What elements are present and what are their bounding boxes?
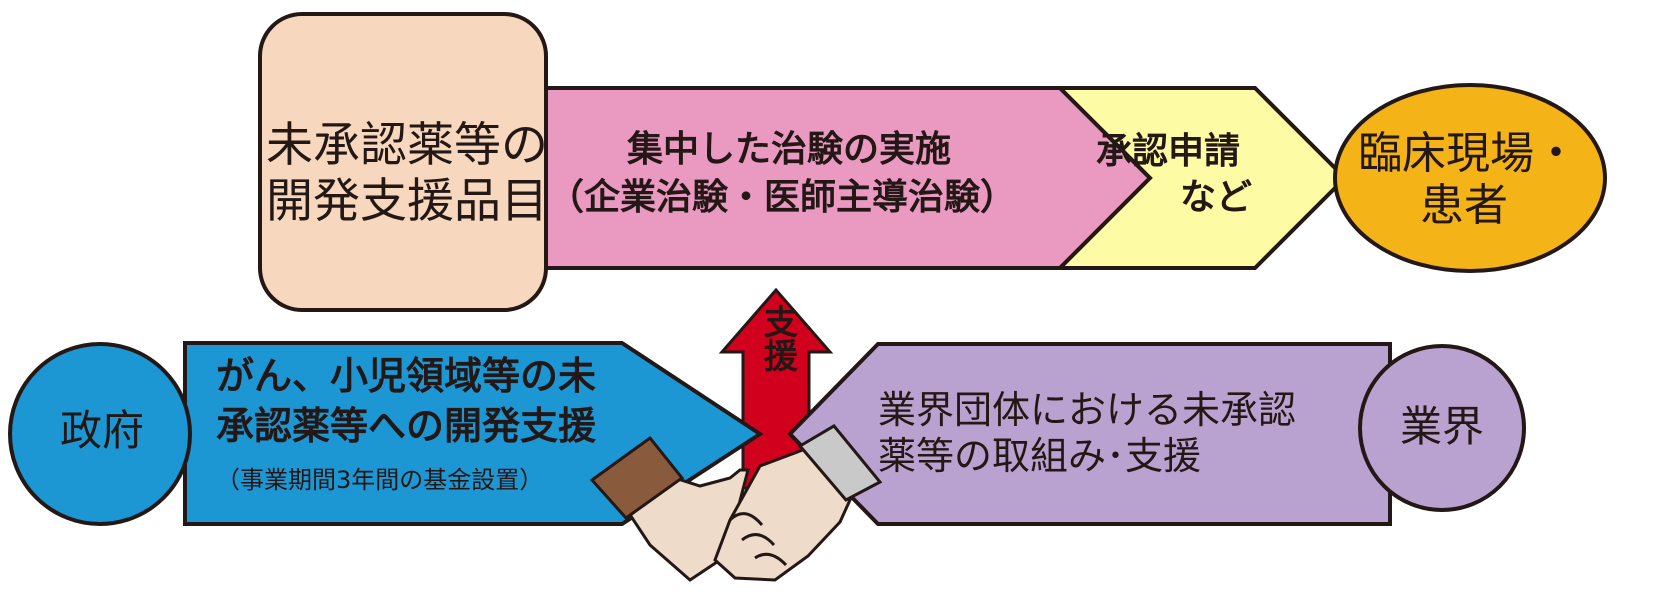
development-items-box (258, 12, 548, 312)
government-support-note: （事業期間3年間の基金設置） (216, 466, 544, 494)
approval-application-label-line1: 承認申請 (1096, 131, 1241, 172)
approval-application-label-line2: など (1180, 177, 1253, 218)
industry-support-label-line1: 業界団体における未承認 (878, 388, 1297, 432)
clinical-patients-label-line1: 臨床現場・ (1358, 128, 1578, 179)
clinical-trials-label-line2: （企業治験・医師主導治験） (548, 177, 1017, 218)
clinical-trials-label-line1: 集中した治験の実施 (627, 129, 952, 170)
support-arrow-label: 支援 (757, 304, 798, 372)
government-support-label-line1: がん、小児領域等の未 (216, 354, 597, 398)
government-circle (8, 342, 192, 526)
industry-circle (1358, 344, 1526, 512)
development-items-label-line2: 開発支援品目 (266, 174, 548, 229)
clinical-patients-circle (1333, 83, 1607, 273)
government-label: 政府 (60, 406, 145, 455)
handshake-icon (589, 424, 883, 582)
clinical-patients-label-line2: 患者 (1420, 180, 1508, 231)
industry-label: 業界 (1400, 402, 1485, 451)
development-items-label-line1: 未承認薬等の (266, 118, 548, 173)
industry-support-label-line2: 薬等の取組み･支援 (878, 434, 1202, 478)
approval-application-arrow (1055, 86, 1348, 270)
government-support-label-line2: 承認薬等への開発支援 (216, 404, 597, 448)
